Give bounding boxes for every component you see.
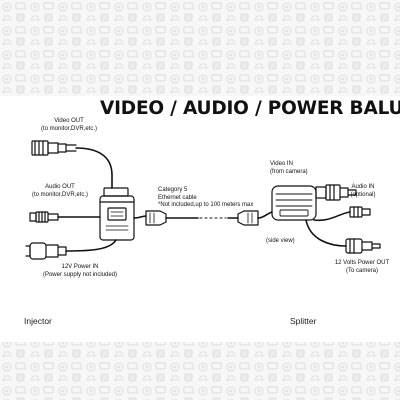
cable-type: Category 5 [158,187,188,193]
splitter-rj45-plug [227,210,273,226]
audio-out-note: (to monitor,DVR,etc.) [31,191,88,198]
audio-in-label: Audio IN (optional) [338,184,388,199]
power-in-label: 12V Power IN (Power supply not included) [20,264,140,279]
splitter-rca-connector [349,206,371,218]
injector-rca-connector [29,211,59,223]
splitter-power-cable [305,219,347,247]
power-in-note: (Power supply not included) [42,271,118,278]
splitter-audio-cable [313,211,351,222]
power-in-title: 12V Power IN [61,264,99,270]
injector-dc-jack [25,242,67,260]
audio-out-label: Audio OUT (to monitor,DVR,etc.) [10,184,110,199]
cable-name: Ethernet cable [158,194,197,201]
splitter-dc-plug [345,238,381,254]
splitter-label: Splitter [290,316,317,326]
audio-in-title: Audio IN [351,184,375,190]
audio-out-title: Audio OUT [45,184,75,190]
video-out-note: (to monitor,DVR,etc.) [40,125,97,132]
cable-note: *Not included,up to 100 meters max [158,202,254,208]
video-out-title: Video OUT [54,118,84,124]
power-out-note: (To camera) [345,267,378,274]
video-out-label: Video OUT (to monitor,DVR,etc.) [14,118,124,133]
splitter-body [271,185,317,221]
video-in-label: Video IN (from camera) [270,161,308,176]
side-view-label: (side view) [266,238,295,244]
cable-label: Category 5 Ethernet cable *Not included,… [158,187,253,210]
injector-label: Injector [24,316,52,326]
video-in-note: (from camera) [270,168,308,175]
injector-video-cable [75,147,113,189]
video-in-title: Video IN [270,161,293,167]
injector-bnc-connector [31,140,77,156]
injector-ethernet-lead [133,215,147,219]
injector-rj45-plug [145,210,199,226]
power-out-title: 12 Volts Power OUT [334,260,390,266]
power-out-label: 12 Volts Power OUT (To camera) [326,260,398,275]
diagram-title: VIDEO / AUDIO / POWER BALUN [100,98,400,119]
splitter-bnc-connector [315,184,357,201]
audio-in-note: (optional) [350,191,376,198]
diagram-panel [0,96,400,342]
injector-power-cable [65,239,117,252]
